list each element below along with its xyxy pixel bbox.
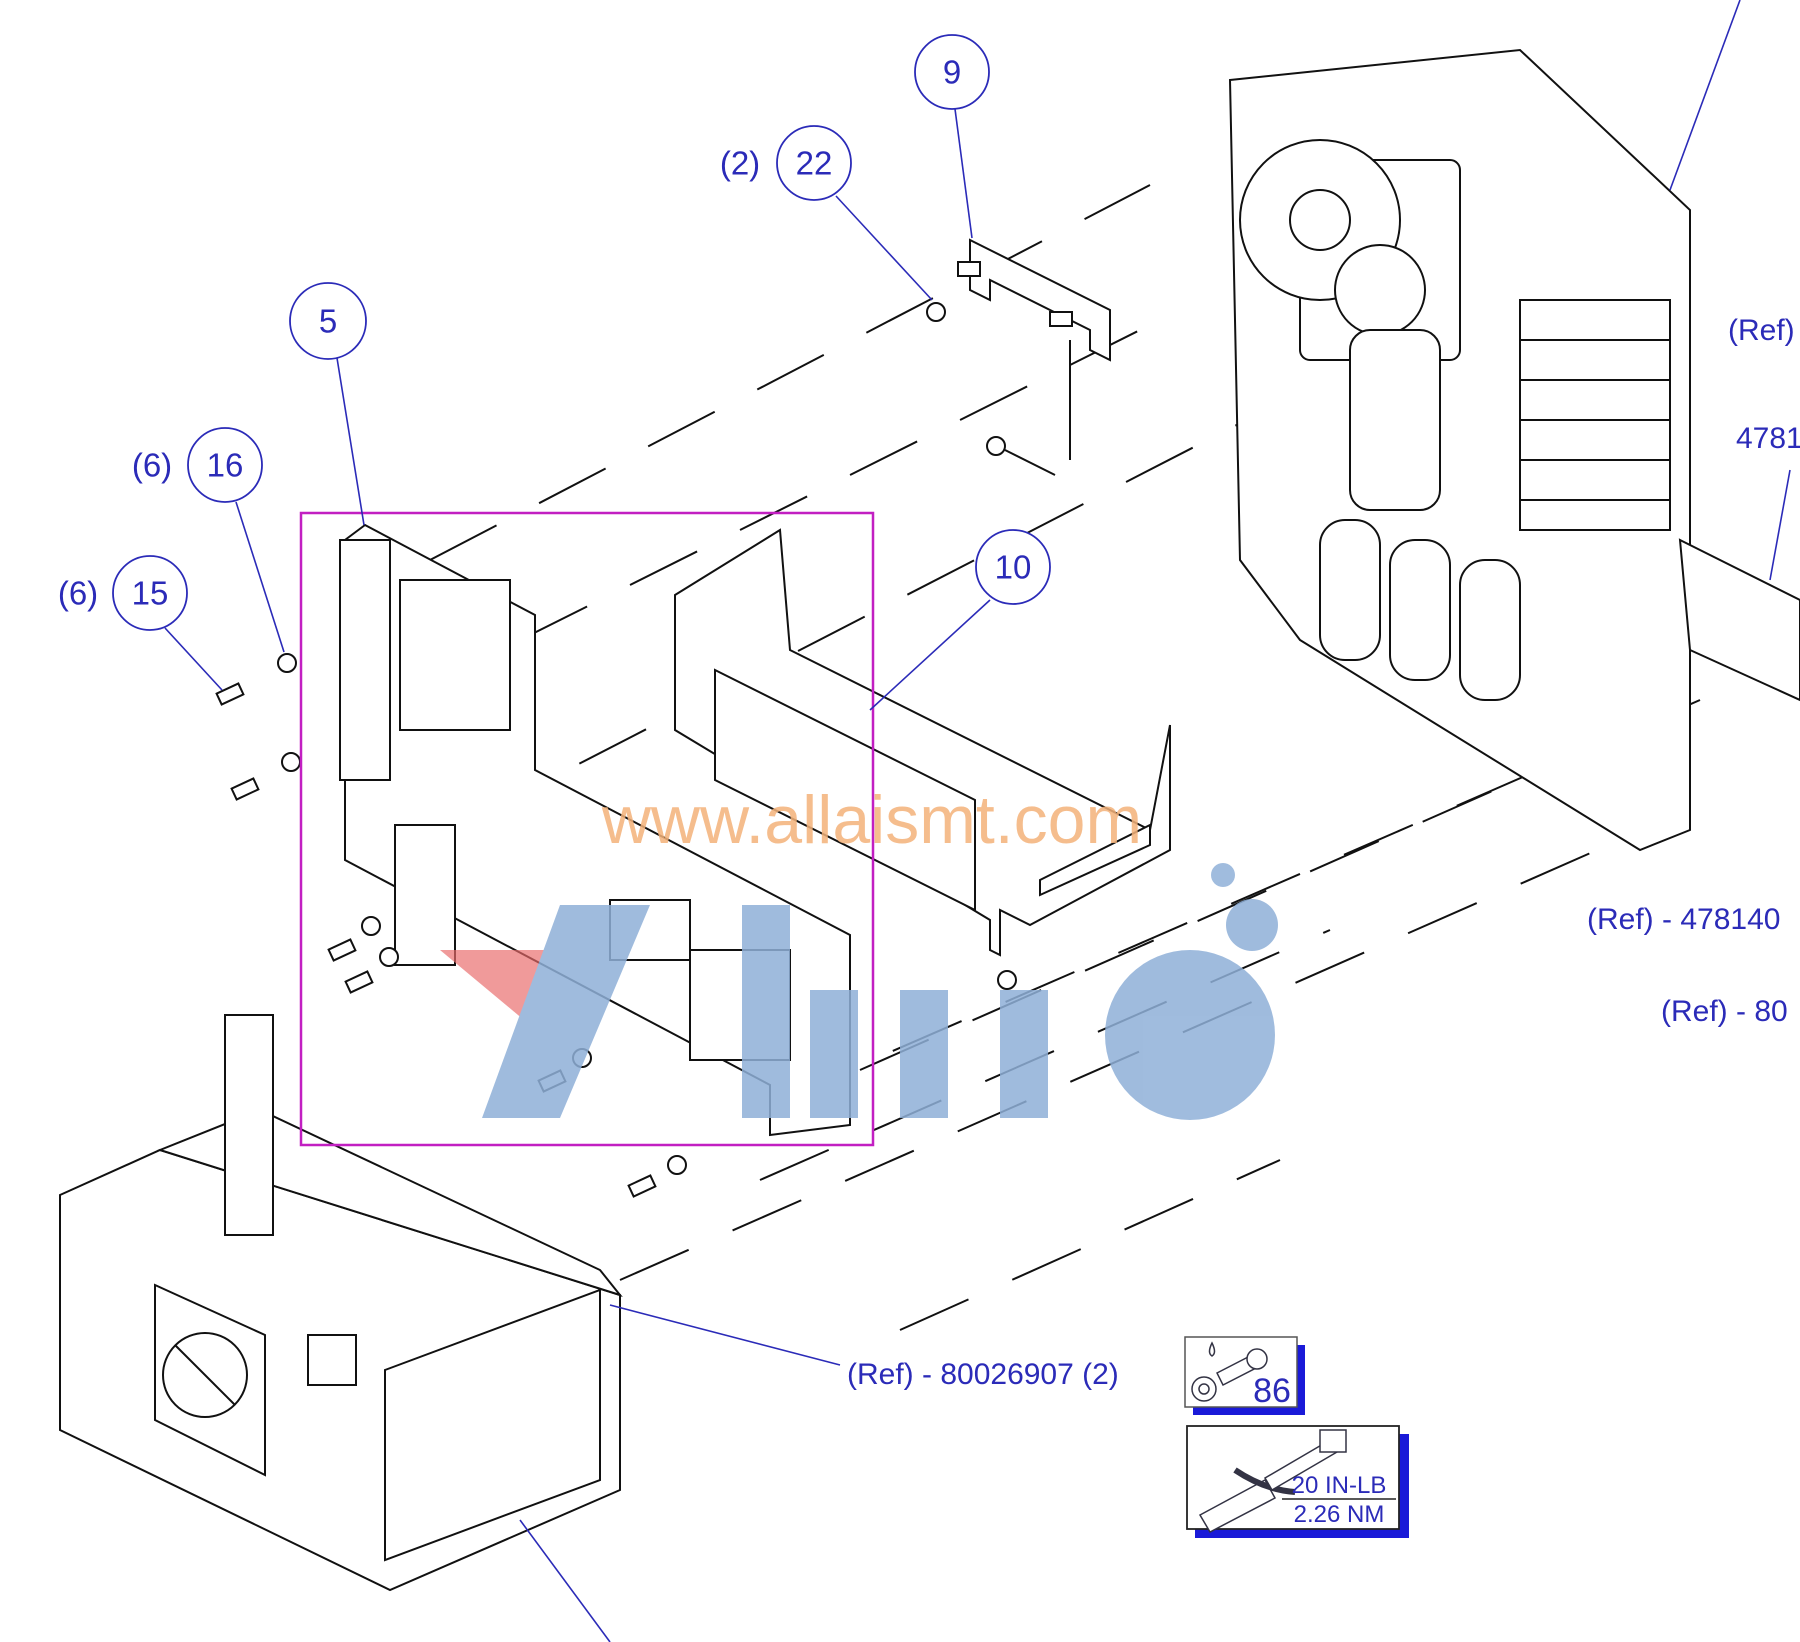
svg-text:(6): (6) [132,447,172,484]
svg-text:10: 10 [995,549,1032,586]
torque-wrench-icon [1198,1429,1347,1533]
bracket-10 [674,528,1171,957]
callout-15: (6) 15 [58,555,188,631]
bracket-9 [926,238,1111,476]
callout-22: (2) 22 [720,125,852,201]
svg-text:5: 5 [319,303,337,340]
ref-label-80: (Ref) - 80 [1661,995,1788,1028]
callout-10: 10 [975,529,1051,605]
ref-label-80026907: (Ref) - 80026907 (2) [847,1358,1119,1391]
svg-text:(2): (2) [720,145,760,182]
torque-metric: 2.26 NM [1294,1501,1385,1528]
svg-text:22: 22 [796,145,833,182]
head-assembly [1228,0,1800,852]
svg-text:15: 15 [132,575,169,612]
threadlock-number: 86 [1253,1372,1291,1410]
svg-text:9: 9 [943,54,961,91]
callout-5: 5 [289,282,367,360]
ref-label-4781: 4781 [1736,422,1800,455]
highlight-frame-item-5 [299,511,875,1147]
threadlock-spec-box: 86 [1184,1336,1305,1415]
ref-label-top-right: (Ref) [1728,314,1795,347]
ref-label-478140: (Ref) - 478140 [1587,903,1780,936]
callout-9: 9 [914,34,990,110]
svg-text:(6): (6) [58,575,98,612]
leader-lines [164,108,991,1366]
svg-text:16: 16 [207,447,244,484]
nut-bolt-drop-icon [1191,1341,1268,1402]
xhuo-logo-watermark [440,863,1278,1120]
callout-16: (6) 16 [132,427,263,503]
feeder-base [59,1014,623,1642]
torque-imperial: 20 IN-LB [1292,1472,1387,1499]
torque-spec-box: 20 IN-LB 2.26 NM [1186,1425,1409,1538]
website-watermark: www.allaismt.com [601,782,1142,858]
pcb-assembly-5 [339,523,851,1137]
